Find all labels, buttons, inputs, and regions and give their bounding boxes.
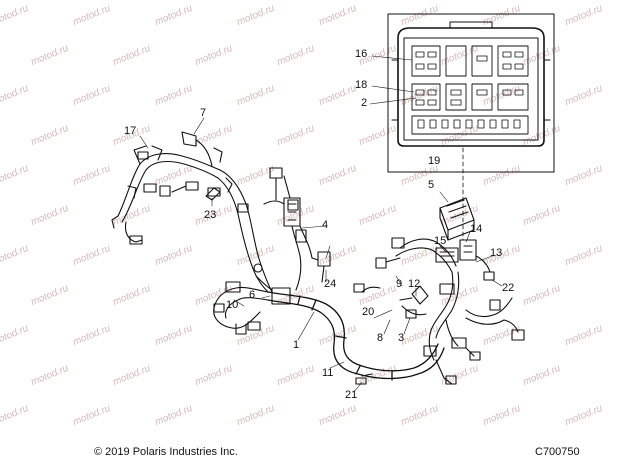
callout-13: 13 [490, 247, 503, 259]
center-connector-cluster [283, 197, 331, 291]
callout-11: 11 [322, 367, 334, 379]
main-harness-trunk [267, 291, 445, 381]
callout-24: 24 [324, 278, 337, 290]
fuse-box-body [439, 197, 475, 241]
callout-2: 2 [361, 97, 368, 109]
callout-19: 19 [428, 155, 441, 167]
callout-18: 18 [355, 79, 368, 91]
callout-5: 5 [428, 179, 435, 191]
fuse-box-inset [369, 13, 555, 241]
callout-16: 16 [355, 48, 368, 60]
callout-20: 20 [362, 306, 375, 318]
callout-10: 10 [226, 299, 239, 311]
callout-4: 4 [322, 219, 329, 231]
callout-1: 1 [293, 339, 300, 351]
callout-7: 7 [200, 107, 207, 119]
callout-6: 6 [249, 289, 256, 301]
copyright-text: © 2019 Polaris Industries Inc. [94, 446, 238, 458]
callout-22: 22 [502, 282, 515, 294]
callout-3: 3 [398, 332, 405, 344]
callout-9: 9 [396, 278, 403, 290]
callout-21: 21 [345, 389, 358, 401]
callout-17: 17 [124, 125, 137, 137]
callout-12: 12 [408, 278, 421, 290]
callout-15: 15 [434, 235, 447, 247]
right-harness [353, 237, 525, 385]
callout-8: 8 [377, 332, 384, 344]
small-parts [205, 187, 373, 385]
callout-14: 14 [470, 223, 483, 235]
diagram-code: C700750 [535, 446, 580, 458]
callout-leader-lines [139, 117, 503, 393]
upper-left-harness [111, 131, 299, 293]
callout-23: 23 [204, 209, 217, 221]
